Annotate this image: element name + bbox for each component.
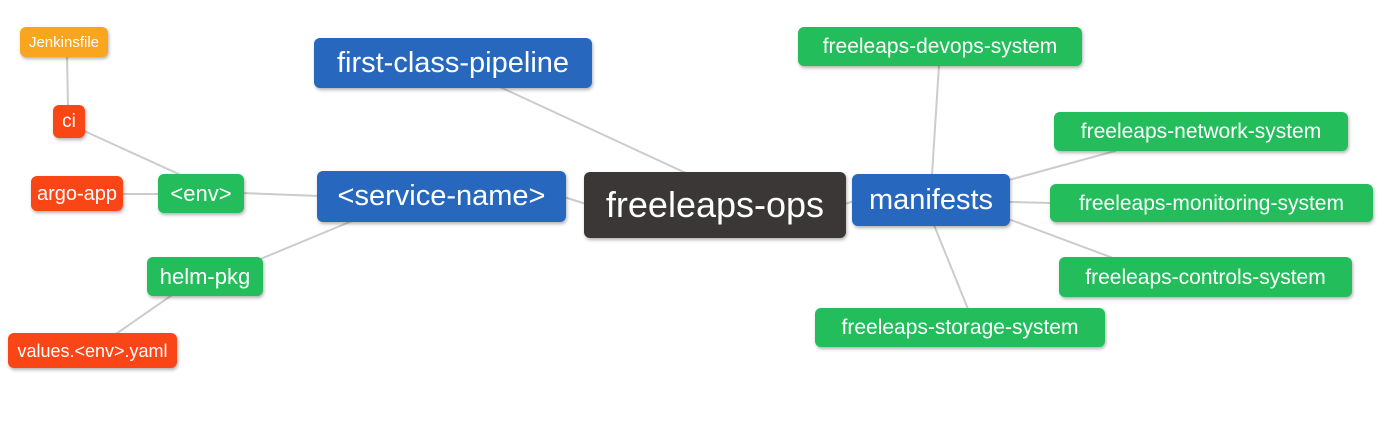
node-freeleaps-devops-system[interactable]: freeleaps-devops-system [798,27,1082,66]
node-freeleaps-ops[interactable]: freeleaps-ops [584,172,846,238]
node-ci[interactable]: ci [53,105,85,138]
edge-ci-to-env [81,129,184,177]
edge-manifests-to-freeleaps-controls-system [1010,219,1114,259]
node-manifests[interactable]: manifests [852,174,1010,226]
edge-service-name-to-freeleaps-ops [563,196,587,205]
edge-first-class-pipeline-to-freeleaps-ops [499,86,689,175]
node-values-env-yaml[interactable]: values.<env>.yaml [8,333,177,368]
edge-values-env-yaml-to-helm-pkg [115,294,173,335]
node-argo-app[interactable]: argo-app [31,176,123,211]
node-first-class-pipeline[interactable]: first-class-pipeline [314,38,592,88]
edge-manifests-to-freeleaps-network-system [1008,150,1116,181]
edge-manifests-to-freeleaps-monitoring-system [1009,201,1052,204]
edge-env-to-service-name [241,192,320,197]
node-env[interactable]: <env> [158,174,244,213]
node-helm-pkg[interactable]: helm-pkg [147,257,263,296]
node-freeleaps-network-system[interactable]: freeleaps-network-system [1054,112,1348,151]
node-jenkinsfile[interactable]: Jenkinsfile [20,27,108,57]
edge-helm-pkg-to-service-name [257,220,353,261]
edge-manifests-to-freeleaps-storage-system [933,224,969,310]
node-freeleaps-controls-system[interactable]: freeleaps-controls-system [1059,257,1352,297]
edge-manifests-to-freeleaps-devops-system [931,64,940,176]
node-service-name[interactable]: <service-name> [317,171,566,222]
node-freeleaps-storage-system[interactable]: freeleaps-storage-system [815,308,1105,347]
node-freeleaps-monitoring-system[interactable]: freeleaps-monitoring-system [1050,184,1373,222]
edge-jenkinsfile-to-ci [66,55,69,107]
